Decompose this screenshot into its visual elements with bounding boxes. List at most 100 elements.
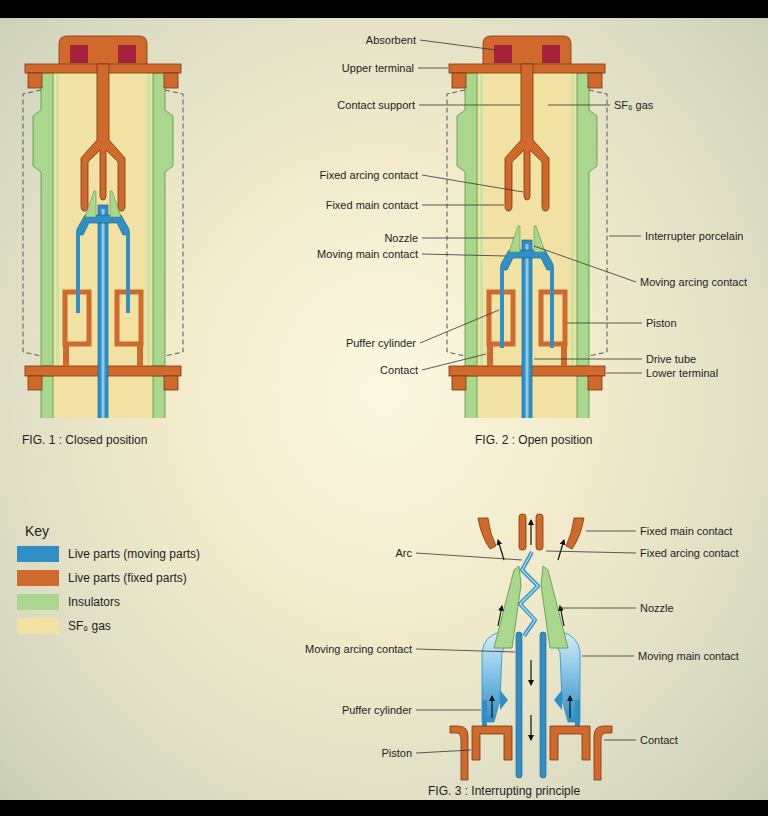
leader-lines xyxy=(582,656,634,657)
legend-row: Live parts (fixed parts) xyxy=(17,570,187,586)
interrupting-principle-figure xyxy=(594,726,612,780)
gas-flow-arrows xyxy=(491,696,492,718)
leader-lines xyxy=(419,105,520,106)
leader-lines xyxy=(609,236,641,237)
interrupting-principle-figure xyxy=(536,514,543,550)
leader-lines xyxy=(546,551,636,553)
interrupting-principle-figure xyxy=(482,700,487,726)
moving-parts xyxy=(501,250,553,270)
leader-lines xyxy=(604,740,636,741)
leader-lines xyxy=(416,553,522,560)
legend-swatch xyxy=(17,570,59,586)
part-label: Contact support xyxy=(337,98,415,112)
closed-position-figure xyxy=(76,191,130,418)
leader-lines xyxy=(420,310,499,343)
interrupting-principle-figure xyxy=(472,726,512,760)
legend-text: Live parts (moving parts) xyxy=(68,546,200,562)
part-label: Arc xyxy=(396,546,413,560)
leader-lines xyxy=(416,40,642,753)
legend-row: Live parts (moving parts) xyxy=(17,546,200,562)
leader-lines xyxy=(422,354,486,370)
gas-flow-arrows xyxy=(560,606,564,626)
part-label: Moving main contact xyxy=(317,247,418,261)
part-label: Puffer cylinder xyxy=(342,703,412,717)
fixed-parts xyxy=(577,376,589,418)
leader-lines xyxy=(416,710,481,711)
interrupting-principle-figure xyxy=(516,632,522,778)
leader-lines xyxy=(418,68,448,69)
part-label: Upper terminal xyxy=(342,61,414,75)
legend-text: Insulators xyxy=(68,594,120,610)
fixed-parts xyxy=(542,45,560,63)
gas-flow-arrows xyxy=(530,660,531,685)
legend-text: Live parts (fixed parts) xyxy=(68,570,187,586)
fixed-parts xyxy=(588,376,602,390)
fixed-parts xyxy=(452,376,466,390)
figure-caption: FIG. 1 : Closed position xyxy=(22,433,147,449)
part-label: Fixed main contact xyxy=(640,524,732,538)
leader-lines xyxy=(548,105,610,106)
moving-parts xyxy=(509,226,520,252)
top-bar xyxy=(0,0,768,18)
leader-lines xyxy=(416,750,471,753)
interrupting-principle-figure xyxy=(554,690,562,710)
figure-caption: FIG. 2 : Open position xyxy=(475,433,592,449)
leader-lines xyxy=(422,205,504,206)
interrupting-principle-figure xyxy=(450,726,468,780)
interrupting-principle-figure xyxy=(478,518,496,549)
fixed-parts xyxy=(588,73,602,88)
part-label: Moving main contact xyxy=(638,649,739,663)
gas-flow-arrows xyxy=(498,540,504,560)
leader-lines xyxy=(567,323,642,324)
bottom-bar xyxy=(0,800,768,816)
interrupting-principle-figure xyxy=(550,726,590,760)
leader-lines xyxy=(534,246,636,282)
interrupting-principle-figure xyxy=(566,518,584,549)
leader-lines xyxy=(534,359,642,360)
legend-text: SF₆ gas xyxy=(68,618,111,634)
leader-lines xyxy=(422,254,506,256)
part-label: Interrupter porcelain xyxy=(645,229,743,243)
gas-flow-arrows xyxy=(530,715,531,740)
fixed-parts xyxy=(457,73,477,366)
gas-flow-arrows xyxy=(569,696,570,718)
legend-row: Insulators xyxy=(17,594,120,610)
part-label: Absorbent xyxy=(366,33,416,47)
part-label: Nozzle xyxy=(384,231,418,245)
leader-lines xyxy=(606,373,642,374)
gas-flow-arrows xyxy=(558,540,564,560)
interrupting-principle-figure xyxy=(520,552,538,636)
part-label: Fixed main contact xyxy=(326,198,418,212)
part-label: Moving arcing contact xyxy=(305,642,412,656)
part-label: Piston xyxy=(646,316,677,330)
leader-lines xyxy=(586,531,636,532)
part-label: Nozzle xyxy=(640,601,674,615)
part-label: Contact xyxy=(380,363,418,377)
fixed-parts xyxy=(571,73,574,366)
legend-swatch xyxy=(17,546,59,562)
open-position-figure xyxy=(447,36,607,418)
legend-heading: Key xyxy=(25,522,49,540)
fixed-parts xyxy=(561,344,567,366)
fixed-parts xyxy=(505,64,549,211)
fixed-parts xyxy=(452,73,466,88)
closed-position-figure xyxy=(23,36,183,418)
part-label: Moving arcing contact xyxy=(640,275,747,289)
moving-parts xyxy=(500,266,504,348)
leader-lines xyxy=(420,40,496,50)
part-label: Fixed arcing contact xyxy=(320,168,418,182)
part-label: Drive tube xyxy=(646,352,696,366)
fixed-parts xyxy=(494,45,512,63)
interrupting-principle-figure xyxy=(519,514,526,550)
fixed-parts xyxy=(577,73,597,366)
legend-swatch xyxy=(17,594,59,610)
legend-row: SF₆ gas xyxy=(17,618,111,634)
fixed-parts xyxy=(480,73,483,366)
fixed-parts xyxy=(483,36,571,66)
gas-flow-arrows xyxy=(492,520,570,740)
legend-swatch xyxy=(17,618,59,634)
part-label: Puffer cylinder xyxy=(346,336,416,350)
leader-lines xyxy=(422,238,514,239)
